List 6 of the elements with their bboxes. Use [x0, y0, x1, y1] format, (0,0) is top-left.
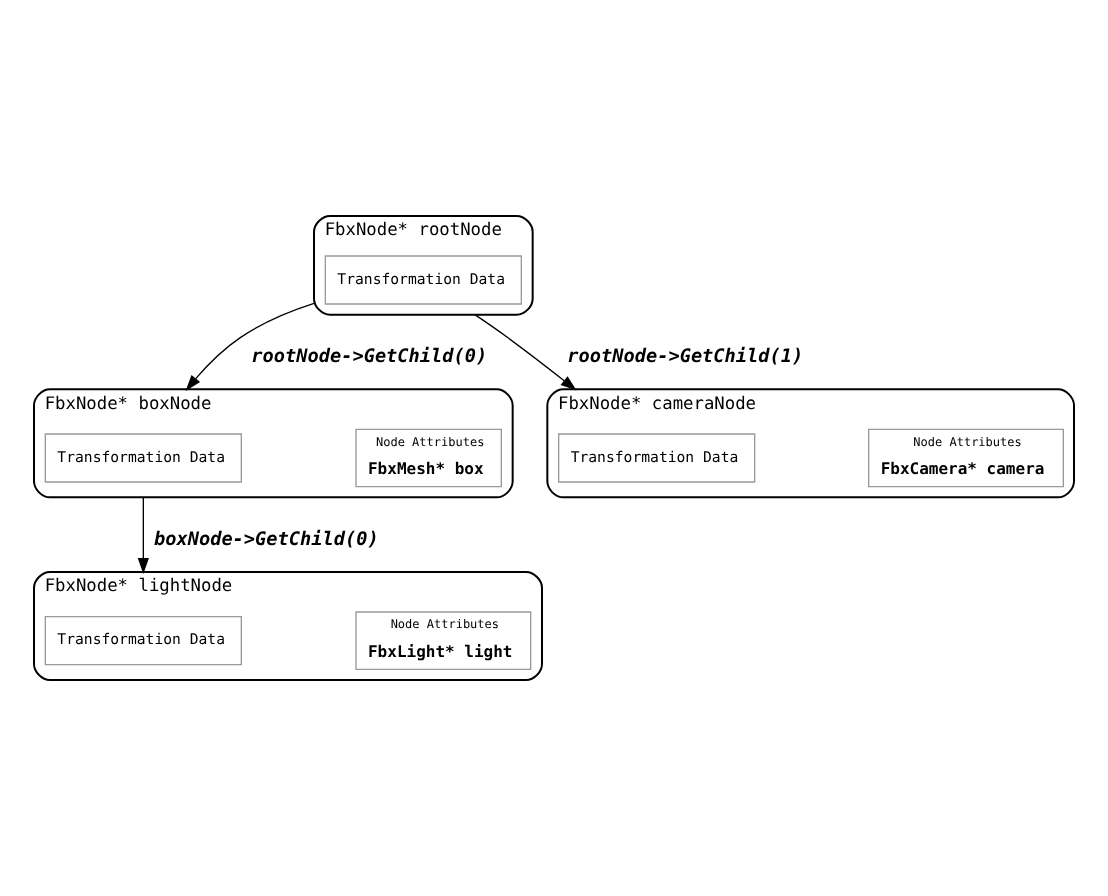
arrow [474, 314, 577, 391]
arrow [137, 496, 149, 574]
arrow [185, 302, 315, 391]
edge-label: rootNode->GetChild(1) [567, 346, 804, 369]
edge-label: boxNode->GetChild(0) [154, 528, 379, 551]
edge-label: rootNode->GetChild(0) [251, 346, 488, 369]
